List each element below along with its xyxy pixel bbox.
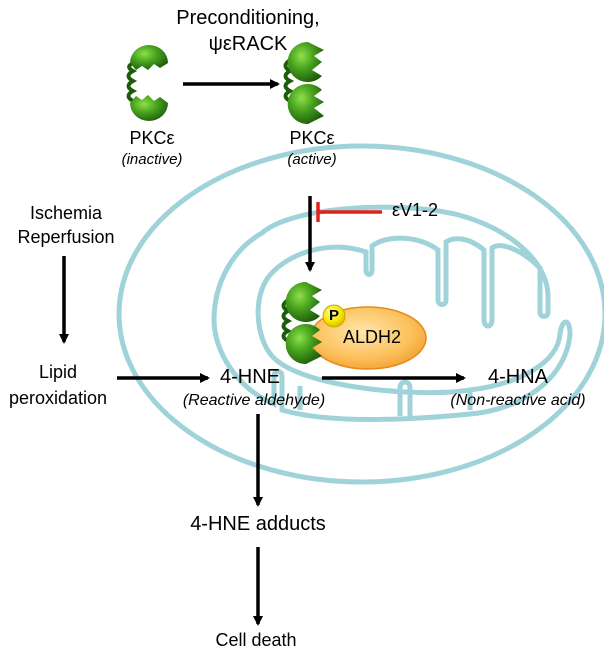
stimulus-line2: Reperfusion (17, 227, 115, 247)
arrows (59, 79, 466, 626)
phosphate-group (322, 304, 346, 328)
stimulus-line1: Ischemia (29, 203, 103, 223)
inhibitor-label: εV1-2 (392, 200, 439, 220)
process-line1: Lipid (38, 362, 78, 382)
pkc-inactive-state: (inactive) (121, 151, 183, 168)
process-line2: peroxidation (8, 388, 108, 408)
mitochondrion (116, 143, 604, 485)
aldh2-label: ALDH2 (342, 327, 402, 347)
activator-label-line1: Preconditioning, (176, 7, 320, 29)
inhibitor-bar (316, 202, 382, 222)
pkc-inactive-protein (126, 44, 168, 122)
mito-inner-membrane (211, 204, 573, 422)
aldehyde-desc: (Reactive aldehyde) (182, 392, 326, 409)
pkc-bound-protein (281, 281, 322, 365)
pkc-inactive-name: PKCε (129, 128, 175, 148)
pkc-active-protein (283, 41, 324, 125)
adducts-label: 4-HNE adducts (190, 513, 326, 535)
outcome-label: Cell death (215, 630, 297, 650)
mito-outer-membrane (116, 143, 604, 485)
mito-crista-2 (397, 379, 413, 416)
pkc-active-name: PKCε (289, 128, 335, 148)
acid-name: 4-HNA (487, 366, 549, 388)
aldehyde-name: 4-HNE (219, 366, 281, 388)
phosphate-label: P (328, 307, 340, 324)
acid-desc: (Non-reactive acid) (450, 392, 586, 409)
activator-label-line2: ψεRACK (208, 33, 288, 55)
pkc-active-state: (active) (287, 151, 337, 168)
